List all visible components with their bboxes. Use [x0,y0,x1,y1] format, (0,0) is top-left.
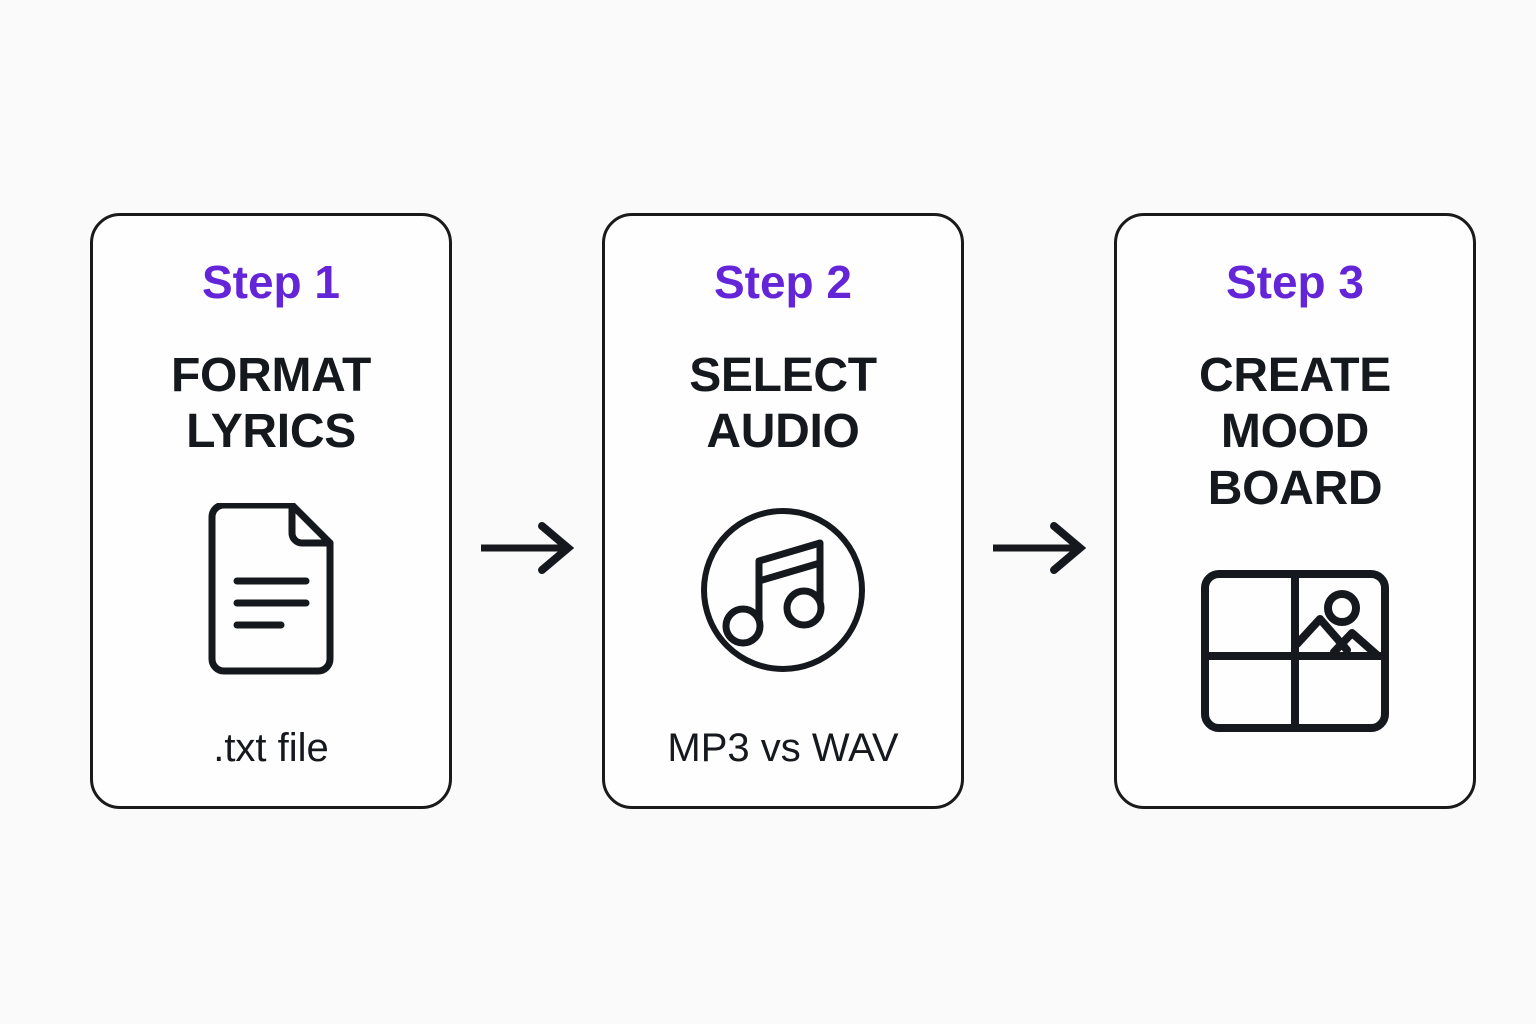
step-1-caption: .txt file [213,726,329,770]
step-2-icon-wrap [619,457,947,724]
step-3-title: CREATE MOOD BOARD [1199,348,1391,516]
workflow-row: Step 1 FORMAT LYRICS .txt file [90,213,1476,809]
step-2-title-line-1: SELECT [689,349,877,403]
step-card-3[interactable]: Step 3 CREATE MOOD BOARD [1114,213,1476,809]
step-1-label: Step 1 [201,256,341,308]
step-3-icon-wrap [1131,507,1459,796]
step-2-title-line-2: AUDIO [706,405,860,459]
step-1-icon-wrap [107,455,435,724]
arrow-right-icon [993,522,1087,574]
step-card-1[interactable]: Step 1 FORMAT LYRICS .txt file [90,213,452,809]
step-card-2[interactable]: Step 2 SELECT AUDIO MP3 vs WAV [602,213,964,809]
mood-board-icon [1201,570,1389,733]
step-3-title-line-1: CREATE [1199,349,1391,403]
step-2-title: SELECT AUDIO [689,348,877,460]
music-note-circle-icon [701,508,865,673]
arrow-right-icon [481,522,575,574]
step-3-title-line-3: BOARD [1207,461,1383,515]
document-icon [208,503,334,675]
arrow-step2-to-step3 [989,518,1089,578]
step-3-label: Step 3 [1225,256,1365,308]
step-3-title-line-2: MOOD [1220,405,1370,459]
step-2-label: Step 2 [713,256,853,308]
step-2-caption: MP3 vs WAV [667,726,899,770]
step-1-title-line-1: FORMAT [171,349,371,403]
step-1-title: FORMAT LYRICS [171,348,371,460]
step-1-title-line-2: LYRICS [186,405,356,459]
arrow-step1-to-step2 [477,518,577,578]
